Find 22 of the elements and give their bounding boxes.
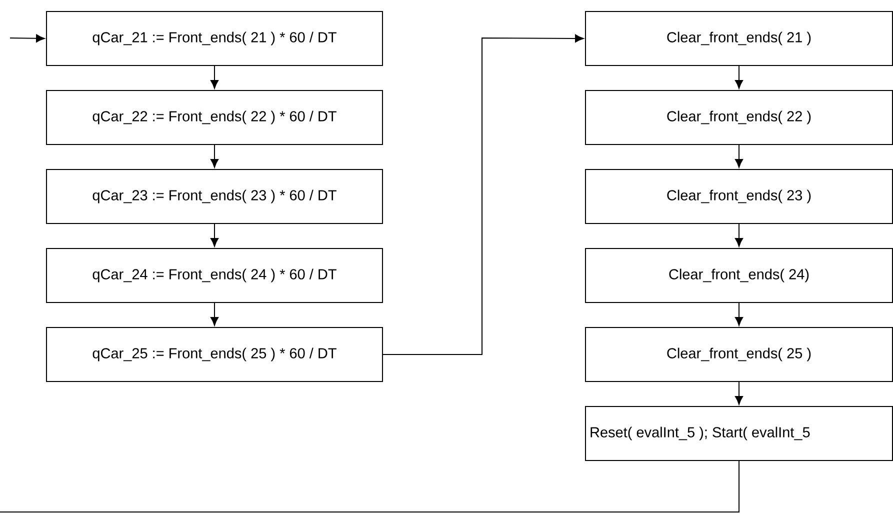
arrow (382, 34, 584, 355)
process-box: Clear_front_ends( 24) (585, 248, 893, 303)
process-box: Reset( evalInt_5 ); Start( evalInt_5 (585, 406, 893, 461)
arrow (734, 302, 744, 326)
process-box: qCar_22 := Front_ends( 22 ) * 60 / DT (46, 90, 383, 145)
arrow (10, 34, 45, 42)
process-box: qCar_24 := Front_ends( 24 ) * 60 / DT (46, 248, 383, 303)
arrow (734, 382, 744, 405)
arrow (734, 144, 744, 168)
arrow (210, 66, 219, 89)
arrow (210, 144, 219, 168)
arrow (210, 224, 219, 247)
arrow (210, 302, 219, 326)
process-box: qCar_23 := Front_ends( 23 ) * 60 / DT (46, 169, 383, 224)
process-box: qCar_25 := Front_ends( 25 ) * 60 / DT (46, 327, 383, 382)
process-box: qCar_21 := Front_ends( 21 ) * 60 / DT (46, 11, 383, 66)
process-box: Clear_front_ends( 25 ) (585, 327, 893, 382)
process-box: Clear_front_ends( 22 ) (585, 90, 893, 145)
arrow (734, 224, 744, 247)
arrow (734, 66, 744, 89)
process-box: Clear_front_ends( 21 ) (585, 11, 893, 66)
process-box: Clear_front_ends( 23 ) (585, 169, 893, 224)
